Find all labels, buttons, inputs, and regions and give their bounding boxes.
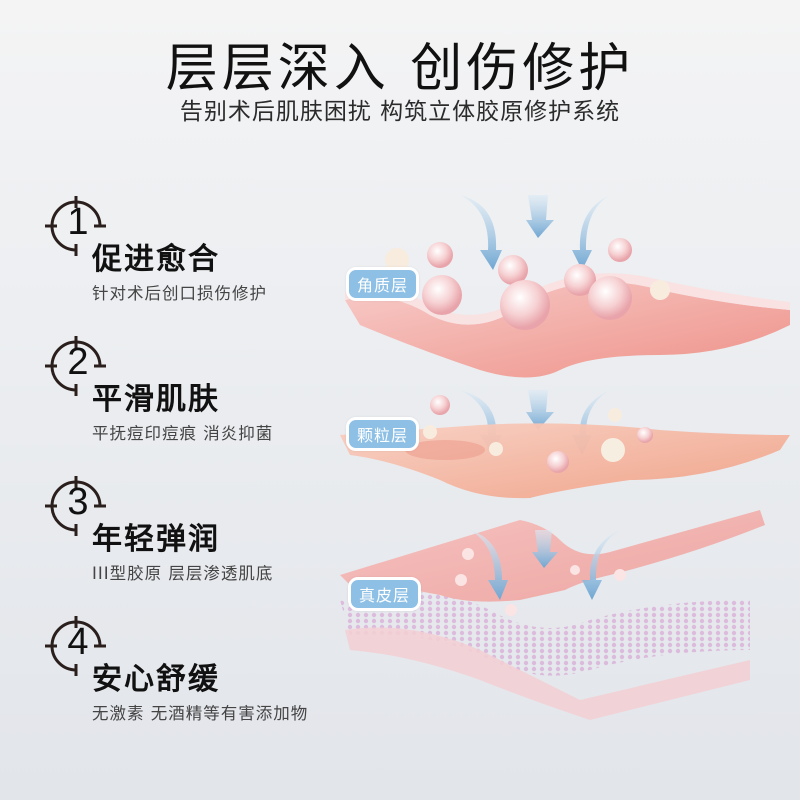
feature-description: 针对术后创口损伤修护 (92, 284, 267, 303)
feature-item: 1 促进愈合 针对术后创口损伤修护 (40, 190, 340, 303)
feature-item: 4 安心舒缓 无激素 无酒精等有害添加物 (40, 610, 340, 723)
feature-title: 促进愈合 (92, 242, 220, 277)
feature-number: 1 (67, 201, 89, 243)
crosshair-icon (45, 616, 106, 676)
crosshair-icon (45, 336, 106, 396)
layer-label-granular: 颗粒层 (346, 417, 420, 451)
feature-title: 年轻弹润 (92, 522, 220, 557)
feature-description: III型胶原 层层渗透肌底 (92, 564, 274, 583)
layer-label-dermis: 真皮层 (348, 577, 422, 611)
bubble-icon (423, 395, 653, 473)
crosshair-icon (45, 196, 106, 256)
feature-number: 2 (67, 341, 89, 383)
feature-description: 平抚痘印痘痕 消炎抑菌 (92, 424, 274, 443)
bubble-icon (385, 238, 670, 330)
arrow-down-icon (460, 195, 610, 270)
bubble-icon (455, 548, 626, 616)
layer-label-stratum-corneum: 角质层 (346, 267, 420, 301)
skin-layer-illustration: 角质层 颗粒层 真皮层 (330, 180, 800, 740)
crosshair-icon (45, 476, 106, 536)
feature-title: 平滑肌肤 (92, 382, 220, 417)
feature-description: 无激素 无酒精等有害添加物 (92, 704, 309, 723)
feature-number: 4 (67, 621, 89, 663)
skin-layers-graphic (340, 195, 790, 720)
arrow-down-icon (470, 530, 620, 600)
page-title: 层层深入 创伤修护 (165, 39, 635, 99)
feature-item: 3 年轻弹润 III型胶原 层层渗透肌底 (40, 470, 340, 583)
page-subtitle: 告别术后肌肤困扰 构筑立体胶原修护系统 (179, 99, 621, 125)
feature-item: 2 平滑肌肤 平抚痘印痘痕 消炎抑菌 (40, 330, 340, 443)
feature-title: 安心舒缓 (92, 662, 220, 697)
feature-number: 3 (67, 481, 89, 523)
